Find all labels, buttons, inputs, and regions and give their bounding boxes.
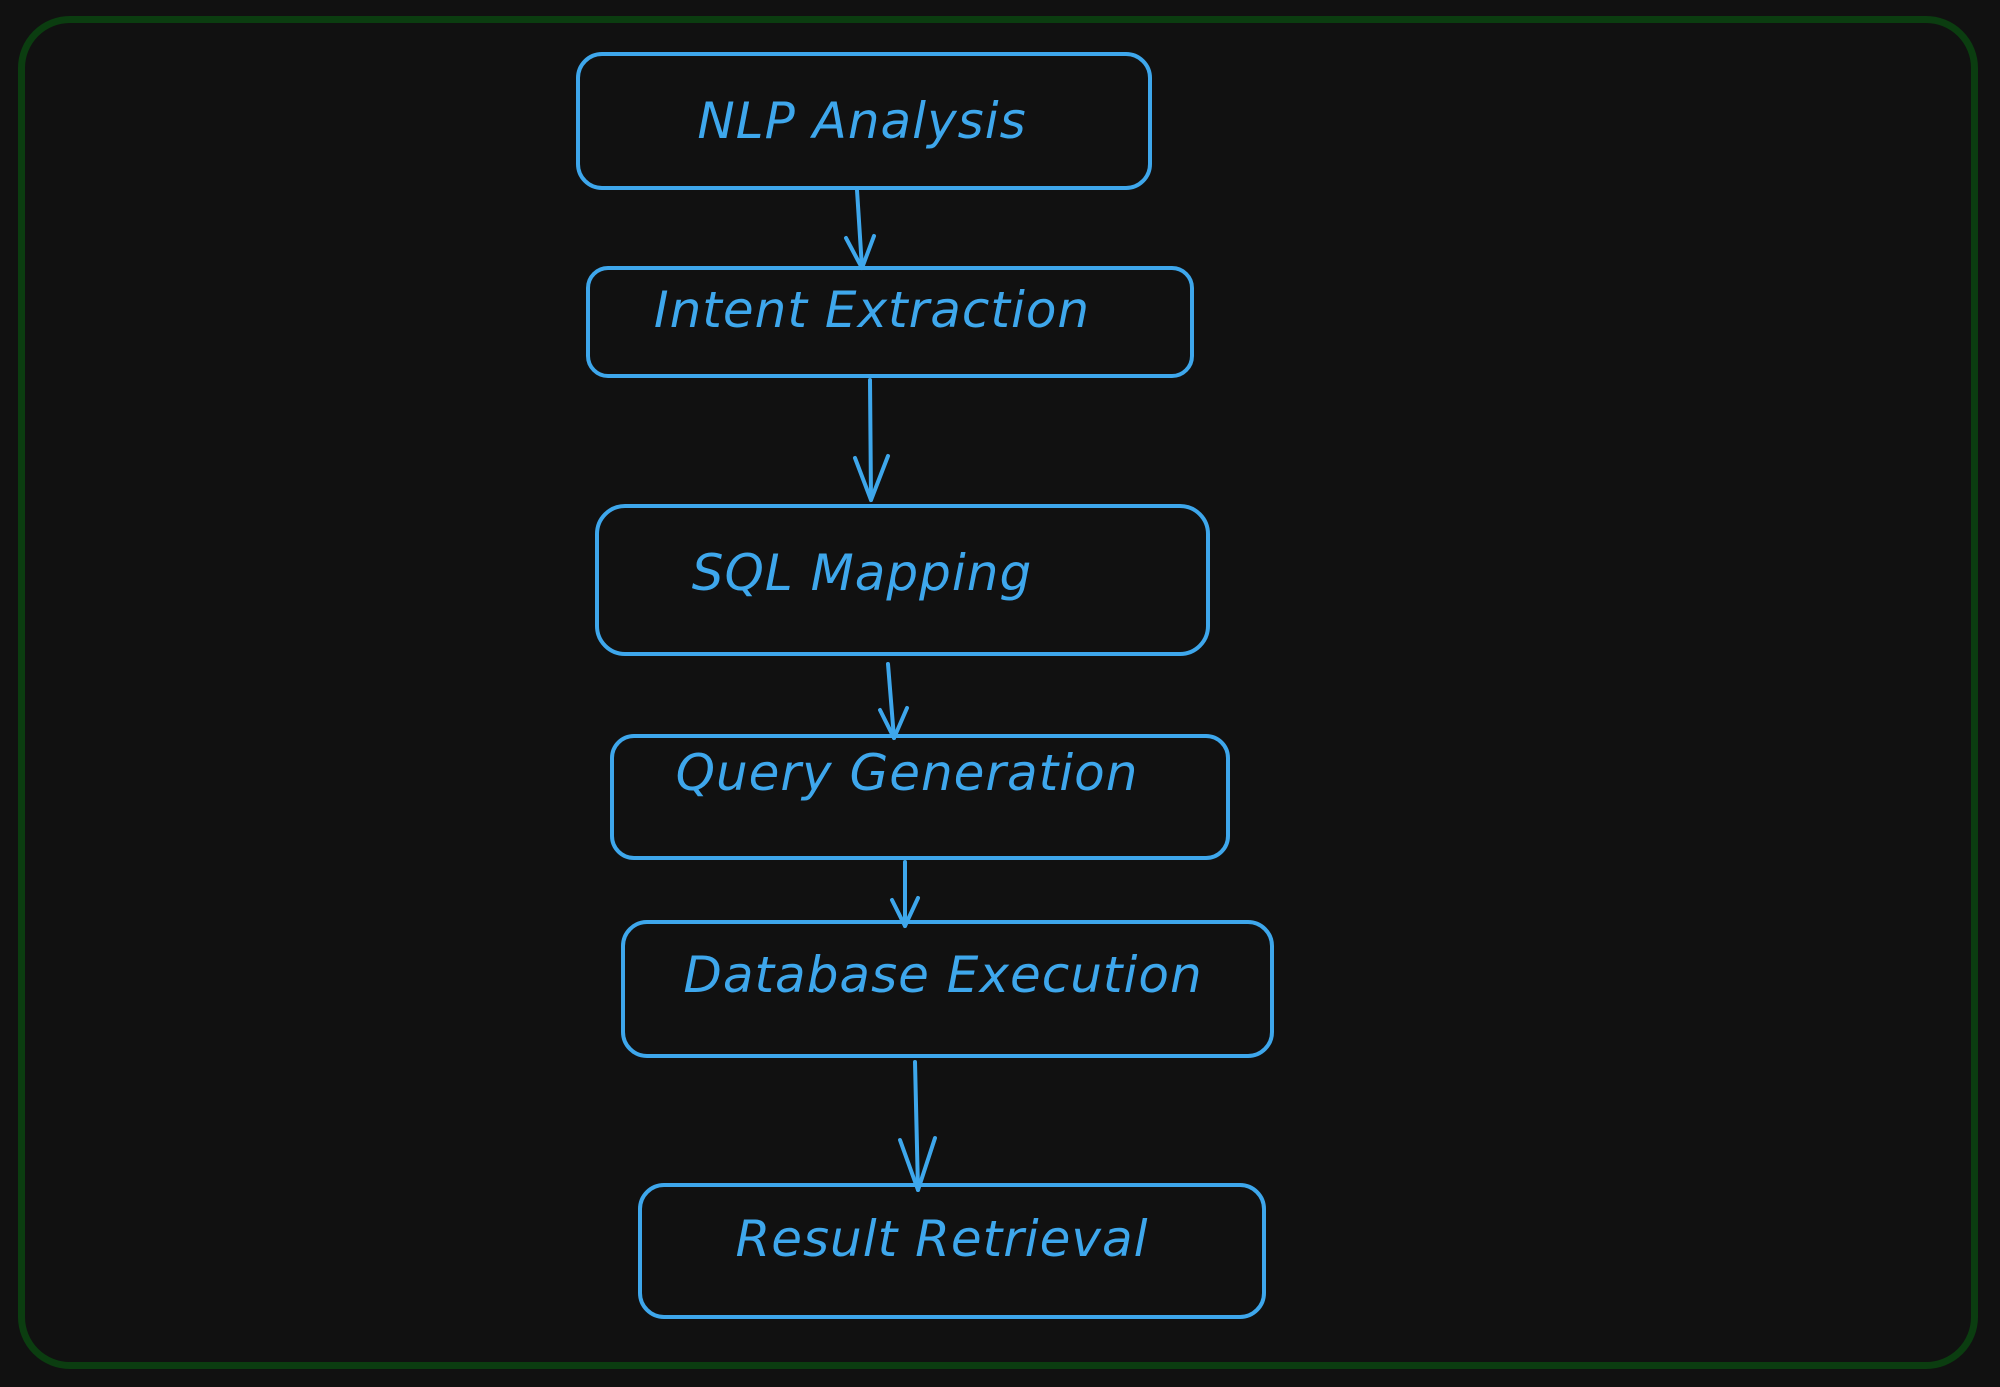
- node-result-retrieval: Result Retrieval: [638, 1183, 1266, 1319]
- node-label-database-execution: Database Execution: [683, 946, 1202, 1004]
- edge-database-to-result: [898, 1060, 937, 1192]
- node-sql-mapping: SQL Mapping: [595, 504, 1210, 656]
- node-nlp-analysis: NLP Analysis: [576, 52, 1152, 190]
- node-label-intent-extraction: Intent Extraction: [654, 281, 1090, 339]
- edge-intent-to-sql: [853, 378, 890, 502]
- node-database-execution: Database Execution: [621, 920, 1274, 1058]
- node-intent-extraction: Intent Extraction: [586, 266, 1194, 378]
- node-query-generation: Query Generation: [610, 734, 1230, 860]
- node-label-result-retrieval: Result Retrieval: [735, 1210, 1148, 1268]
- edge-query-to-database: [890, 860, 920, 928]
- node-label-nlp-analysis: NLP Analysis: [697, 92, 1026, 150]
- diagram-frame: [18, 16, 1978, 1369]
- edge-nlp-to-intent: [844, 188, 876, 270]
- edge-sql-to-query: [878, 662, 909, 740]
- node-label-sql-mapping: SQL Mapping: [692, 544, 1032, 602]
- node-label-query-generation: Query Generation: [676, 744, 1139, 802]
